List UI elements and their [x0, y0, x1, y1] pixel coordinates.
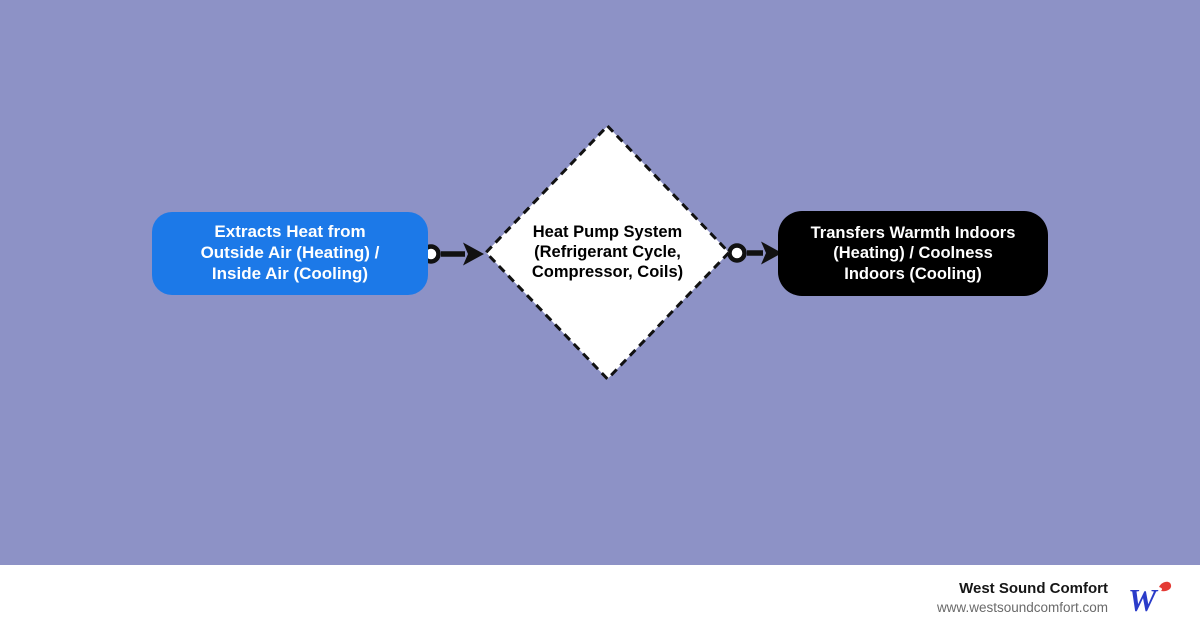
node-heat-pump-label: Heat Pump System (Refrigerant Cycle, Com…	[500, 222, 715, 282]
node-label-line: Transfers Warmth Indoors	[810, 224, 1016, 243]
footer-bar: West Sound Comfort www.westsoundcomfort.…	[0, 565, 1200, 630]
node-label-line: Heat Pump System	[532, 223, 683, 241]
node-label-line: Inside Air (Cooling)	[211, 263, 369, 283]
diamond-shape	[483, 123, 732, 382]
arrowhead-icon	[463, 242, 484, 266]
logo-flame-icon	[1159, 581, 1172, 591]
connector-process-to-output	[727, 241, 782, 265]
connector-input-to-process	[421, 242, 484, 266]
node-label-line: (Heating) / Coolness	[833, 244, 993, 263]
brand-name: West Sound Comfort	[959, 580, 1108, 597]
brand-logo: W	[1128, 581, 1172, 617]
node-label-line: Compressor, Coils)	[531, 263, 684, 282]
node-extracts-heat: Extracts Heat from Outside Air (Heating)…	[152, 212, 428, 295]
node-label-line: (Refrigerant Cycle,	[534, 243, 681, 262]
node-heat-pump-diamond	[483, 123, 732, 382]
node-transfers-warmth: Transfers Warmth Indoors (Heating) / Coo…	[778, 211, 1048, 296]
footer-text-block: West Sound Comfort www.westsoundcomfort.…	[937, 580, 1108, 615]
logo-letter: W	[1128, 582, 1159, 617]
node-label-line: Indoors (Cooling)	[844, 264, 982, 283]
brand-website: www.westsoundcomfort.com	[936, 600, 1108, 615]
node-label-line: Outside Air (Heating) /	[200, 243, 380, 263]
node-label-line: Extracts Heat from	[214, 222, 366, 242]
